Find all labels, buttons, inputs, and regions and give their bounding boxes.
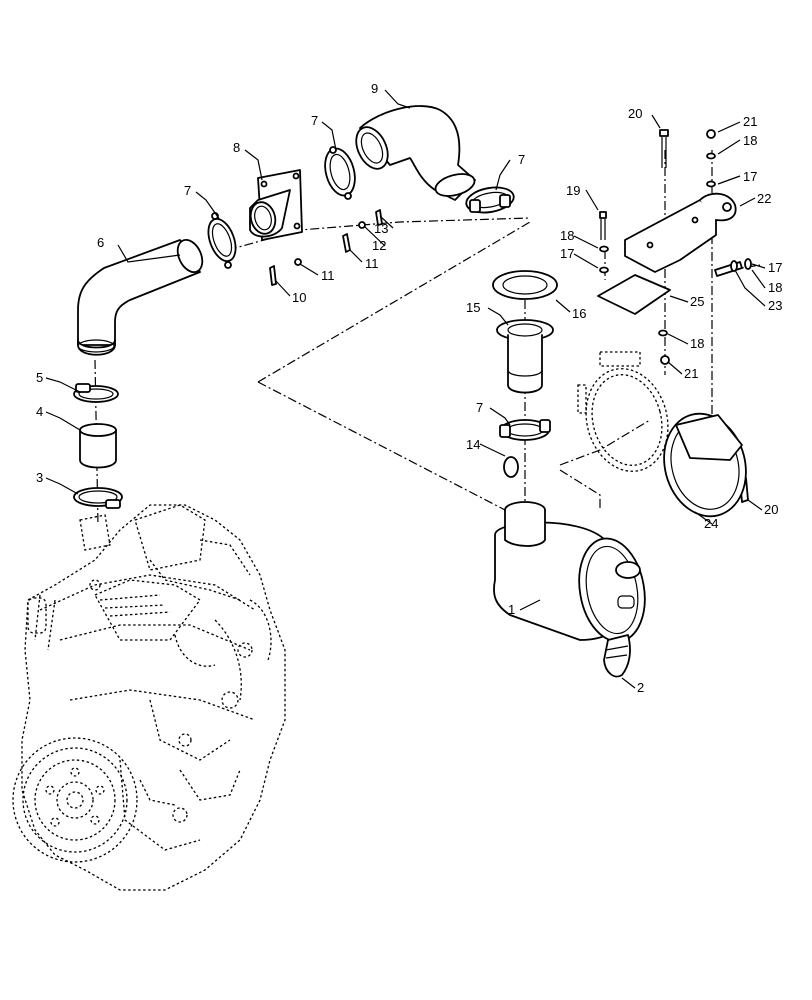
- callout-17-left: 17: [560, 246, 574, 261]
- assembly-center-lines: [94, 150, 761, 526]
- callout-5: 5: [36, 370, 43, 385]
- flywheel: [12, 737, 138, 863]
- callout-15: 15: [466, 300, 480, 315]
- callout-18-lower: 18: [690, 336, 704, 351]
- callout-16: 16: [572, 306, 586, 321]
- callout-4: 4: [36, 404, 43, 419]
- callout-18-left: 18: [560, 228, 574, 243]
- callout-24: 24: [704, 516, 718, 531]
- coupler-hose: [79, 423, 117, 469]
- callout-7-left: 7: [184, 183, 191, 198]
- callout-6: 6: [97, 235, 104, 250]
- callout-11-b: 11: [365, 256, 379, 271]
- mounting-plate: [597, 274, 671, 315]
- band-clamp: [663, 412, 747, 518]
- callout-23: 23: [768, 298, 782, 313]
- clamp-inlet: [499, 419, 551, 441]
- callout-12: 12: [372, 238, 386, 253]
- callout-1: 1: [508, 602, 515, 617]
- support-bracket: [624, 192, 737, 273]
- callout-18-right: 18: [768, 280, 782, 295]
- phantom-band-strap: [577, 351, 669, 472]
- callout-20-top: 20: [628, 106, 642, 121]
- callout-19: 19: [566, 183, 580, 198]
- engine-block: [21, 504, 286, 891]
- callout-14: 14: [466, 437, 480, 452]
- callout-17-right: 17: [768, 260, 782, 275]
- callout-13: 13: [374, 221, 388, 236]
- large-elbow-hose: [355, 105, 476, 201]
- flange-adapter: [249, 169, 303, 241]
- hose-clamp-lower: [73, 487, 123, 509]
- clamp-left: [207, 212, 237, 269]
- callout-25: 25: [690, 294, 704, 309]
- callout-17-top: 17: [743, 169, 757, 184]
- hose-clamp-upper: [73, 383, 119, 403]
- callout-7-inlet: 7: [476, 400, 483, 415]
- clamp-center: [324, 146, 356, 200]
- gasket-ring: [492, 270, 558, 300]
- callout-21-top: 21: [743, 114, 757, 129]
- callout-18-top: 18: [743, 133, 757, 148]
- air-cleaner-housing: [493, 501, 646, 643]
- callout-20-lower: 20: [764, 502, 778, 517]
- callout-8: 8: [233, 140, 240, 155]
- callout-7-right: 7: [518, 152, 525, 167]
- valve-disc: [503, 456, 519, 478]
- elbow-tube: [77, 239, 204, 356]
- callout-2: 2: [637, 680, 644, 695]
- callout-10: 10: [292, 290, 306, 305]
- inlet-tube: [496, 319, 554, 394]
- callout-3: 3: [36, 470, 43, 485]
- callout-21-lower: 21: [684, 366, 698, 381]
- dust-valve: [603, 634, 631, 678]
- callout-7-center: 7: [311, 113, 318, 128]
- leader-lines: [45, 89, 766, 689]
- callout-22: 22: [757, 191, 771, 206]
- clamp-right: [465, 186, 515, 214]
- callout-labels: 6 7 8 7 9 7 5 4 3 10 11 11 12 13 15 16 7…: [36, 81, 782, 695]
- callout-11-a: 11: [321, 268, 335, 283]
- callout-9: 9: [371, 81, 378, 96]
